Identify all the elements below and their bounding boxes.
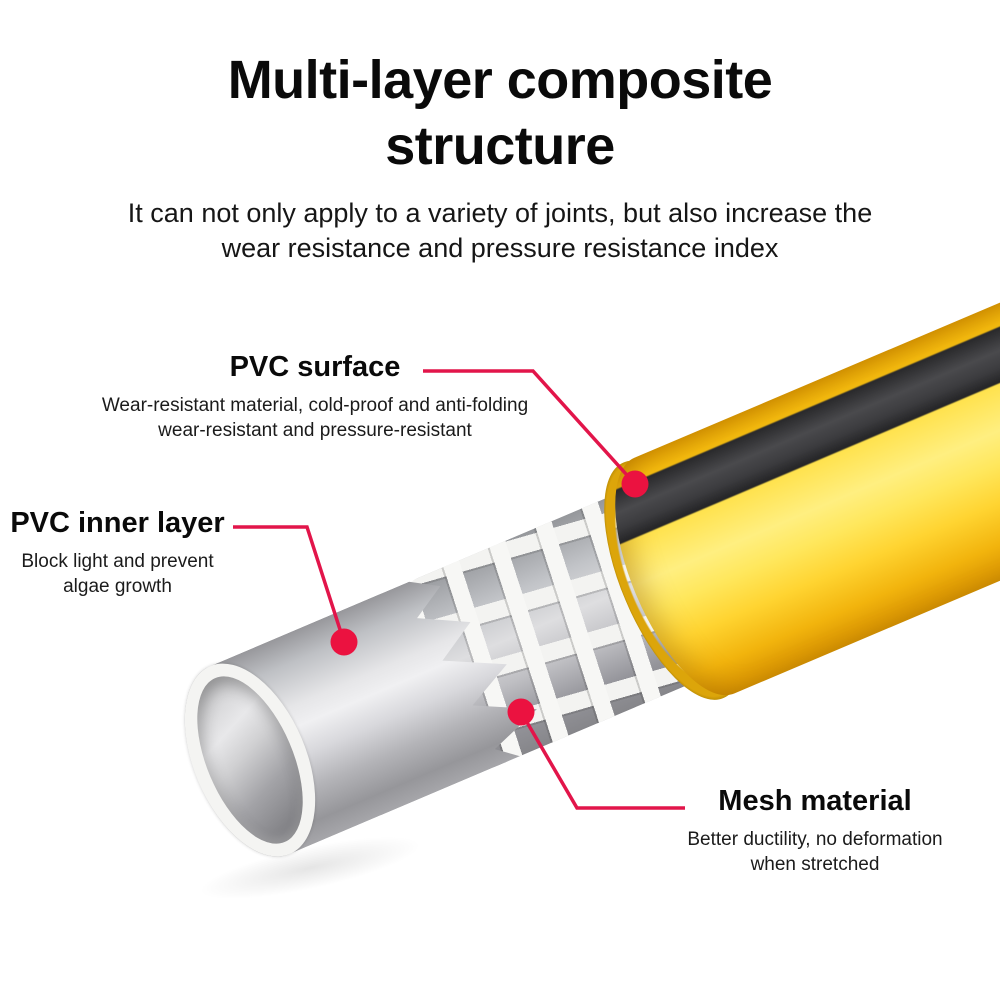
- page-subtitle: It can not only apply to a variety of jo…: [0, 196, 1000, 265]
- callout-mesh-material-label: Mesh material: [718, 785, 912, 817]
- callout-mesh-material-desc-1: Better ductility, no deformation: [687, 828, 943, 850]
- title-line-1: Multi-layer composite: [227, 50, 773, 110]
- subtitle-line-2: wear resistance and pressure resistance …: [221, 232, 779, 263]
- callout-pvc-surface-desc-1: Wear-resistant material, cold-proof and …: [101, 394, 529, 416]
- callout-pvc-inner-layer-desc-2: algae growth: [63, 575, 172, 597]
- hose-dark-stripe: [595, 271, 1000, 547]
- callout-pvc-inner-layer-desc-1: Block light and prevent: [21, 550, 214, 572]
- callout-mesh-material: Mesh material Better ductility, no defor…: [660, 785, 970, 877]
- callout-mesh-material-desc-2: when stretched: [750, 853, 880, 875]
- title-line-2: structure: [385, 115, 615, 176]
- callout-pvc-inner-layer-label: PVC inner layer: [10, 507, 225, 539]
- page-title: Multi-layer composite structure: [0, 48, 1000, 180]
- callout-pvc-surface: PVC surface Wear-resistant material, col…: [85, 351, 545, 443]
- callout-pvc-surface-desc-2: wear-resistant and pressure-resistant: [158, 419, 472, 441]
- subtitle-line-1: It can not only apply to a variety of jo…: [127, 198, 873, 228]
- callout-pvc-inner-layer: PVC inner layer Block light and prevent …: [0, 507, 235, 599]
- callout-pvc-surface-label: PVC surface: [229, 351, 401, 383]
